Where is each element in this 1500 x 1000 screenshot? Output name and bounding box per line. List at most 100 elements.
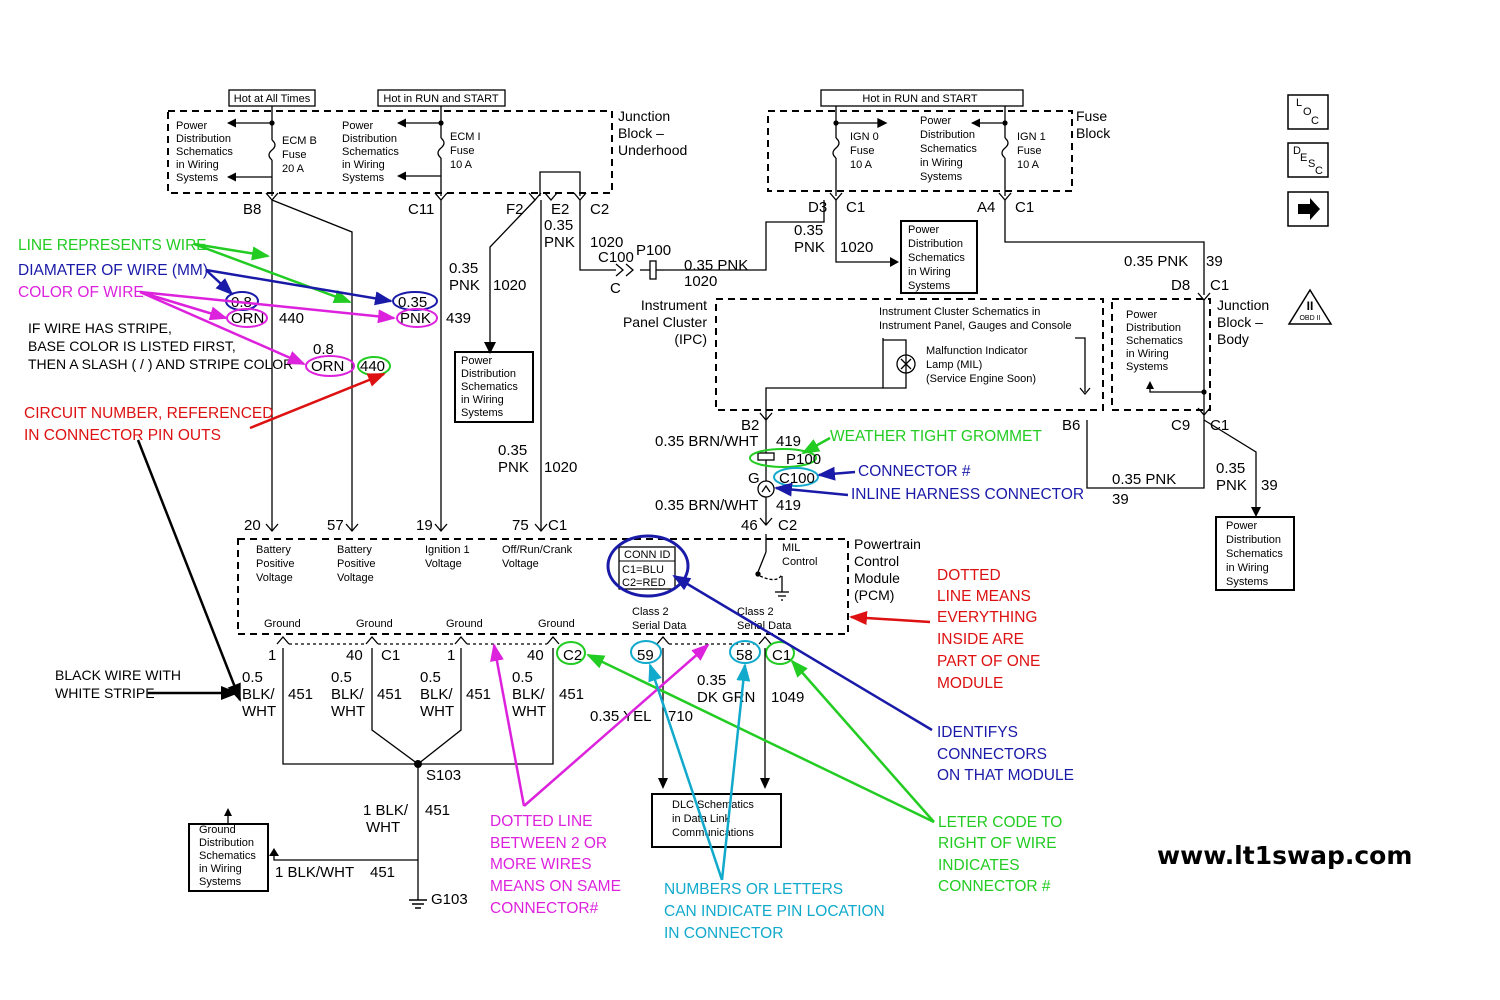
ground-g103-icon [409,899,427,909]
desc-icon[interactable]: D E S C [1287,142,1329,178]
box-line: in Wiring [461,394,504,406]
annotation-letter-code: RIGHT OF WIRE [938,835,1057,852]
ign1-fuse-label: IGN 1 [1017,131,1046,143]
ground-main-wire: 1 BLK/ [363,802,409,819]
wire-1020b-size: 0.35 [498,442,527,459]
ground-distribution-box: Ground Distribution Schematics in Wiring… [188,808,269,892]
annotation-stripe: THEN A SLASH ( / ) AND STRIPE COLOR [28,356,293,372]
pin-label: B2 [741,417,759,434]
pcm-input-label: Battery [256,544,291,556]
box-line: in Wiring [908,266,951,278]
pin-highlight [556,641,586,665]
conn-id-highlight [606,534,690,598]
annotation-identifies: IDENTIFYS [937,724,1018,741]
wire-39-circuit: 39 [1206,253,1223,270]
ground-wire-color: BLK/ [512,686,545,703]
pin-label: 20 [244,517,261,534]
loc-icon[interactable]: L O C [1287,94,1329,130]
hot-run-start-right-box [820,89,1024,107]
ground-wire-size: 0.5 [331,669,352,686]
junction-block-underhood: Hot at All Times Hot in RUN and START Ju… [167,89,687,218]
ground-wire-color: WHT [242,703,276,720]
wire-1020-color: PNK [449,277,480,294]
lamp-icon [896,354,916,374]
annotation-diameter: DIAMATER OF WIRE (MM) [18,262,208,279]
hot-at-all-times-label: Hot at All Times [234,93,311,105]
ign0-fuse-label: Fuse [850,145,874,157]
pd-schematics-label: Power [920,115,952,127]
annotation-dotted-module: MODULE [937,675,1003,692]
ecm-b-fuse-label: Fuse [282,149,306,161]
box-line: in Wiring [1226,562,1269,574]
ign0-fuse-label: 10 A [850,159,873,171]
loc-icon-letter: O [1303,106,1312,118]
pd-schematics-label: Schematics [176,146,233,158]
conn-id-box: CONN ID C1=BLU C2=RED [606,534,690,598]
junction-body-title: Body [1217,331,1249,347]
obd-ii-caption: OBD II [1299,315,1320,322]
annotation-identifies: ON THAT MODULE [937,767,1074,784]
ground-g103-label: G103 [431,891,468,908]
loc-icon-letter: C [1311,115,1319,127]
ground-wire-size: 0.5 [242,669,263,686]
pd-schematics-label: Systems [176,172,219,184]
connector-pin-g: G [748,470,760,487]
pin-label: A4 [977,199,995,216]
mil-text: Lamp (MIL) [926,359,982,371]
pin-label: C1 [381,647,400,664]
demo-circuit: 440 [279,310,304,327]
wire-419-circuit: 419 [776,497,801,514]
pin-label: F2 [506,201,524,218]
hot-run-start-right-label: Hot in RUN and START [862,93,977,105]
ipc-title: Panel Cluster [623,314,707,330]
annotation-stripe: IF WIRE HAS STRIPE, [28,320,172,336]
pin-highlight [729,640,761,664]
box-line: Distribution [461,368,516,380]
wire-1020b-circuit: 1020 [544,459,577,476]
ecm-i-fuse-label: ECM I [450,131,481,143]
box-line: Power [461,355,493,367]
obd-ii-icon: II OBD II [1287,288,1333,325]
pd-schematics-label: in Wiring [342,159,385,171]
wire-legend-demo: 0.8 ORN 440 0.35 PNK 439 0.8 ORN 440 [225,291,471,377]
next-arrow-icon[interactable] [1287,191,1329,227]
pin-label: B8 [243,201,261,218]
ground-wire-color: WHT [331,703,365,720]
ground-main-circuit: 451 [425,802,450,819]
pin-highlight [630,640,662,664]
connector-c: C [610,280,621,297]
ground-wire-color: BLK/ [331,686,364,703]
ground-wire-color: WHT [420,703,454,720]
pin-label: D8 [1171,277,1190,294]
wire-419-label: 0.35 BRN/WHT [655,497,758,514]
wire-c100-circuit: 1020 [590,234,623,251]
annotation-black-white: WHITE STRIPE [55,685,155,701]
annotation-dotted-line: DOTTED LINE [490,813,592,830]
pcm-ground-label: Ground [538,618,575,630]
wire-d3-color: PNK [794,239,825,256]
pd-schematics-label: Schematics [920,143,977,155]
junction-body-title: Block – [1217,314,1263,330]
grommet-highlight [749,448,817,468]
annotation-letter-code: INDICATES [938,857,1020,874]
annotation-circuit: IN CONNECTOR PIN OUTS [24,427,221,444]
annotation-dotted-line: CONNECTOR# [490,900,599,917]
pin-label: C1 [1210,417,1229,434]
annotation-identifies: CONNECTORS [937,746,1047,763]
pin-label: C2 [590,201,609,218]
pd-schematics-box-1020: Power Distribution Schematics in Wiring … [454,351,534,423]
connector-p100: P100 [636,242,671,259]
annotation-dotted-line: BETWEEN 2 OR [490,835,607,852]
pd-schematics-label: Distribution [176,133,231,145]
box-line: Distribution [1226,534,1281,546]
pin-label: 19 [416,517,433,534]
wire-39-runs [1086,419,1257,510]
wire-runs-left [271,199,825,530]
junction-underhood-title: Underhood [618,142,687,158]
annotation-inline: INLINE HARNESS CONNECTOR [851,486,1084,503]
pin-label: C9 [1171,417,1190,434]
pcm-input-label: Off/Run/Crank [502,544,573,556]
pd-schematics-label: Power [176,120,208,132]
desc-icon-letter: C [1315,165,1323,177]
